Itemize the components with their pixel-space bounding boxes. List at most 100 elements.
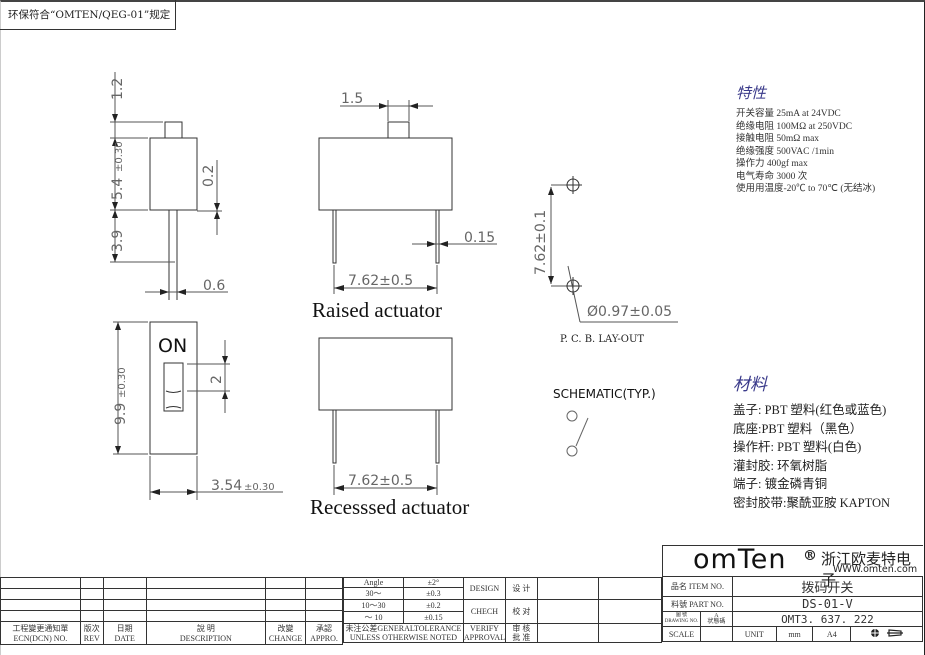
projection-symbol-icon	[850, 626, 923, 642]
dim-hole-diameter: Ø0.97±0.05	[587, 304, 672, 320]
dim-pin-thickness: 0.15	[464, 230, 495, 246]
material-line: 操作杆: PBT 塑料(白色)	[733, 440, 862, 454]
raised-actuator-view	[318, 100, 497, 294]
date-cell[interactable]	[598, 577, 662, 600]
dim-standoff: 0.2	[201, 165, 217, 187]
material-line: 密封胶带:聚酰亚胺 KAPTON	[733, 495, 891, 510]
tol-range: 10～30	[343, 599, 404, 612]
spec-line: 绝缘强度 500VAC /1min	[736, 146, 835, 157]
on-label: ON	[158, 335, 187, 357]
dim-pin-pitch-raised: 7.62±0.5	[348, 273, 413, 289]
dim-pin-pitch-recessed: 7.62±0.5	[348, 473, 413, 489]
unit-value: mm	[775, 626, 814, 642]
dim-width: 3.54	[211, 478, 242, 494]
spec-line: 操作力 400gf max	[736, 159, 808, 169]
date-cell[interactable]	[598, 623, 662, 643]
company-website: WWW.omten.com	[833, 564, 918, 575]
drawing-number: OMT3. 637. 222	[731, 611, 924, 627]
schematic-symbol	[566, 410, 589, 457]
signature-cell[interactable]	[536, 577, 600, 600]
dim-length: 9.9	[113, 403, 129, 425]
tol-range: Angle	[343, 577, 404, 588]
characteristics-title: 特性	[736, 86, 767, 102]
item-value: 拨码开关	[731, 576, 924, 597]
role-check: CHECH	[462, 599, 507, 624]
dim-actuator-width: 1.5	[341, 91, 363, 107]
dim-body-height: 5.4	[110, 178, 126, 200]
date-cell[interactable]	[598, 599, 662, 624]
sheet-size: A4	[812, 626, 852, 642]
item-label: 品名 ITEM NO.	[662, 576, 733, 597]
registered-mark-icon: ®	[803, 548, 817, 564]
recessed-body	[318, 337, 453, 411]
role-verify-cn: 审 核批 准	[505, 623, 538, 643]
dim-actuator-height: 1.2	[110, 78, 126, 100]
dim-pin-length: 3.9	[110, 230, 126, 252]
caption-schematic: SCHEMATIC(TYP.)	[553, 387, 656, 401]
material-line: 底座:PBT 塑料（黑色）	[733, 421, 863, 436]
raised-body	[318, 137, 453, 211]
side-view	[110, 72, 228, 300]
tol-value: ±0.15	[402, 611, 464, 624]
signature-cell[interactable]	[536, 623, 600, 643]
brand-logo: omTen	[693, 544, 787, 575]
dim-length-tol: ±0.30	[117, 367, 128, 398]
tol-value: ±0.2	[402, 599, 464, 612]
role-design-cn: 设 计	[505, 577, 538, 600]
side-body	[149, 137, 198, 211]
material-line: 灌封胶: 环氧树脂	[733, 458, 828, 473]
scale-value	[699, 626, 733, 642]
tol-value: ±0.3	[402, 587, 464, 600]
tol-range: 30～	[343, 587, 404, 600]
dim-width-tol: ±0.30	[244, 482, 275, 493]
dim-pin-width: 0.6	[203, 278, 225, 294]
spec-line: 开关容量 25mA at 24VDC	[736, 109, 841, 119]
materials-panel: 材料 盖子: PBT 塑料(红色或蓝色) 底座:PBT 塑料（黑色） 操作杆: …	[733, 370, 890, 512]
raised-actuator	[387, 121, 410, 139]
part-value: DS-01-V	[731, 596, 924, 612]
role-design: DESIGN	[462, 577, 507, 600]
dim-slider-travel: 2	[209, 375, 225, 384]
top-body	[149, 321, 198, 455]
company-logo-block: omTen ® 浙江欧麦特电子 WWW.omten.com	[662, 544, 923, 589]
side-actuator	[164, 121, 183, 139]
tol-range: ～ 10	[343, 611, 404, 624]
recessed-actuator-view	[318, 337, 453, 495]
materials-title: 材料	[733, 375, 767, 394]
part-label: 料號 PART NO.	[662, 596, 733, 612]
compliance-note: 环保符合“OMTEN/QEG-01”规定	[0, 0, 176, 30]
caption-raised-actuator: Raised actuator	[312, 298, 442, 322]
pcb-layout	[550, 176, 678, 323]
unit-label: UNIT	[731, 626, 777, 642]
spec-line: 使用用温度-20℃ to 70℃ (无结冰)	[736, 184, 876, 194]
tol-value: ±2°	[402, 577, 464, 588]
scale-label: SCALE	[662, 626, 701, 642]
top-view	[113, 321, 283, 500]
caption-recessed-actuator: Recesssed actuator	[310, 495, 469, 519]
spec-line: 电气寿命 3000 次	[736, 171, 808, 182]
spec-line: 绝缘电阻 100MΩ at 250VDC	[736, 121, 853, 132]
slider-window	[163, 362, 184, 412]
material-line: 端子: 镀金磷青铜	[733, 477, 828, 491]
characteristics-panel: 特性 开关容量 25mA at 24VDC 绝缘电阻 100MΩ at 250V…	[736, 82, 875, 196]
dim-pcb-pitch: 7.62±0.1	[533, 210, 549, 275]
dim-body-height-tol: ±0.30	[114, 141, 125, 172]
signature-cell[interactable]	[536, 599, 600, 624]
role-check-cn: 校 对	[505, 599, 538, 624]
caption-pcb-layout: P. C. B. LAY-OUT	[560, 334, 644, 345]
material-line: 盖子: PBT 塑料(红色或蓝色)	[733, 403, 887, 417]
spec-line: 接触电阻 50mΩ max	[736, 134, 820, 144]
